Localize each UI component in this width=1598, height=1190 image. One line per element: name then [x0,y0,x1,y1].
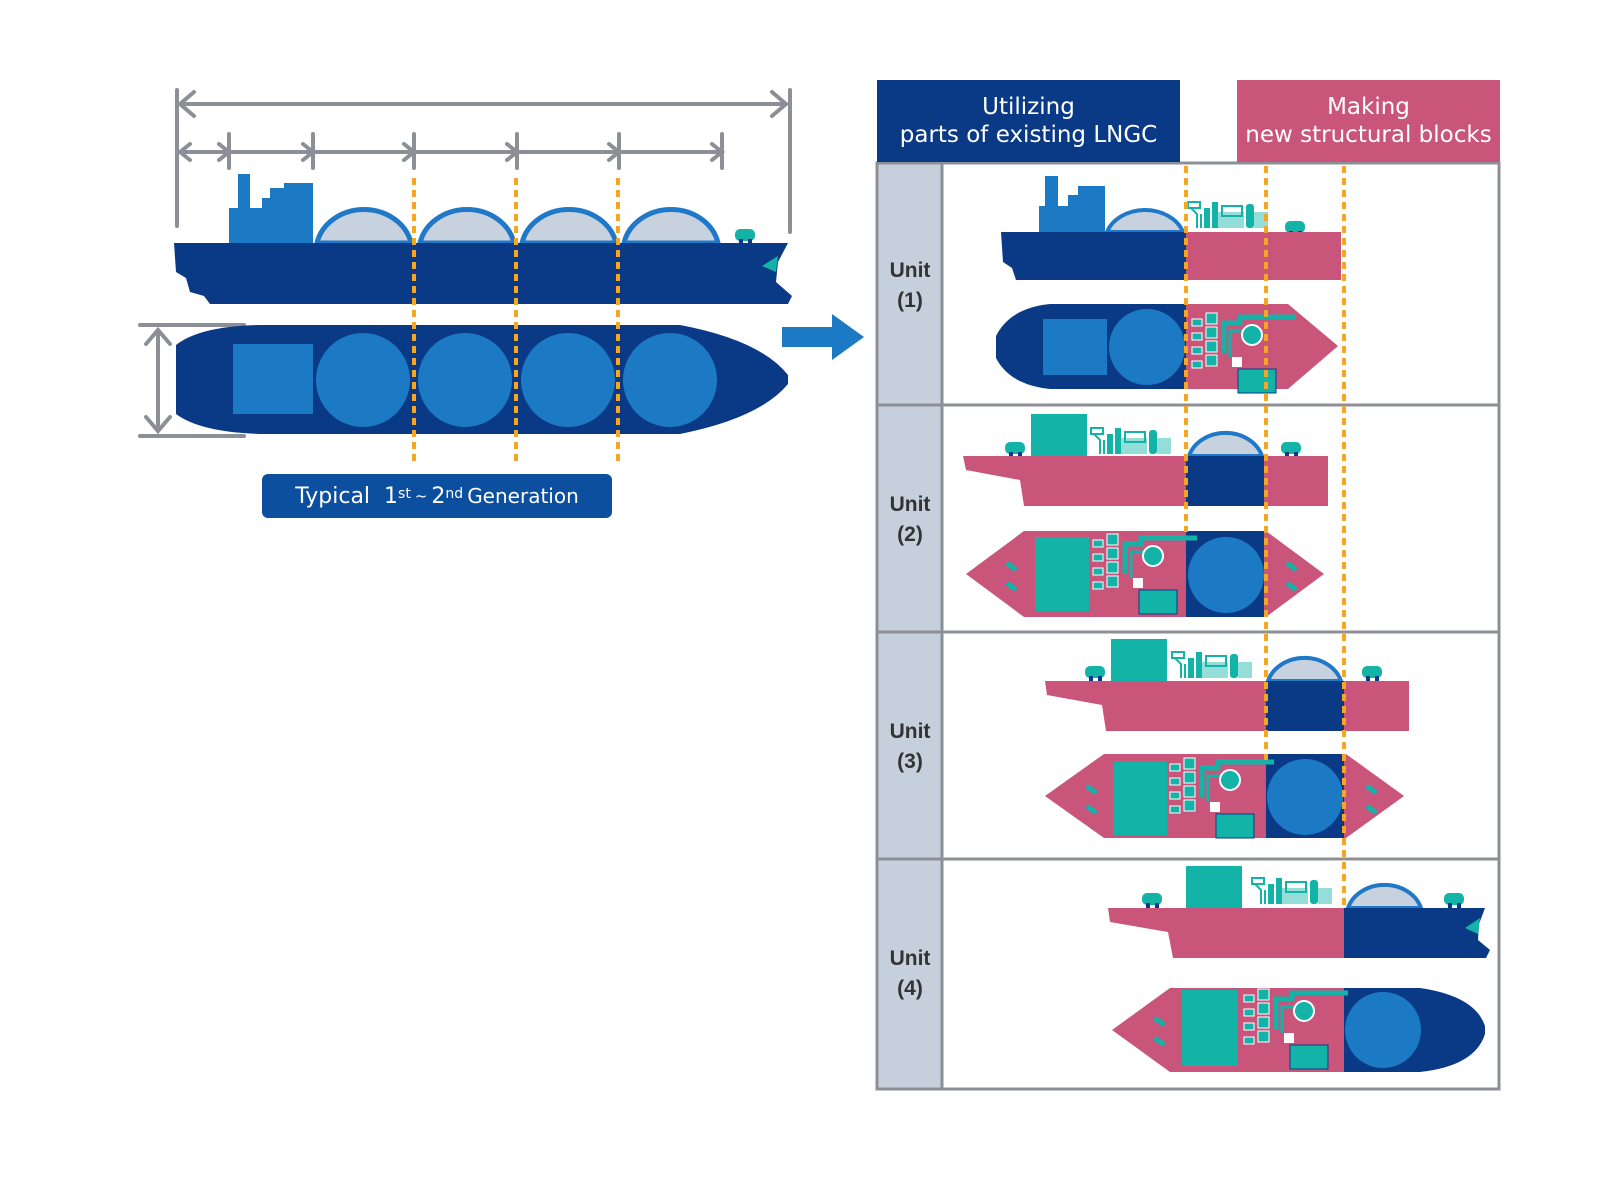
generation-prefix: Typical [295,483,371,509]
header-existing-line2: parts of existing LNGC [899,122,1158,148]
unit-cut-lines [1184,166,1346,905]
units-table [875,161,1501,1091]
unit-2-ships [963,414,1328,617]
dimension-arrow-icon [138,88,792,438]
unit-3-ships [1045,639,1409,838]
generation-from-num: 1 [384,483,399,509]
unit-label-4: Unit (4) [878,944,942,1004]
lngc-top-view [176,325,788,434]
header-existing-line1: Utilizing [982,94,1075,120]
header-new-line2: new structural blocks [1245,122,1492,148]
generation-to-sup: nd [445,486,464,502]
unit-number: (4) [897,977,923,1000]
generation-separator: ~ [414,487,428,505]
unit-number: (3) [897,750,923,773]
lng-tank-icon [313,207,722,246]
unit-name: Unit [889,493,931,516]
typical-lngc [138,88,792,462]
unit-number: (1) [897,289,923,312]
header-new-blocks: Making new structural blocks [1237,80,1500,162]
unit-name: Unit [889,720,931,743]
lngc-side-view [174,174,792,304]
header-new-line1: Making [1327,94,1410,120]
unit-1-ships [996,176,1341,393]
unit-label-3: Unit (3) [878,717,942,777]
unit-name: Unit [889,259,931,282]
unit-number: (2) [897,523,923,546]
unit-label-2: Unit (2) [878,490,942,550]
generation-suffix: Generation [467,484,579,508]
unit-4-ships [1108,866,1490,1072]
right-arrow-icon [782,314,864,360]
header-existing-lngc: Utilizing parts of existing LNGC [877,80,1180,162]
unit-label-1: Unit (1) [878,256,942,316]
generation-to-num: 2 [431,483,446,509]
generation-from-sup: st [398,486,411,502]
unit-name: Unit [889,947,931,970]
